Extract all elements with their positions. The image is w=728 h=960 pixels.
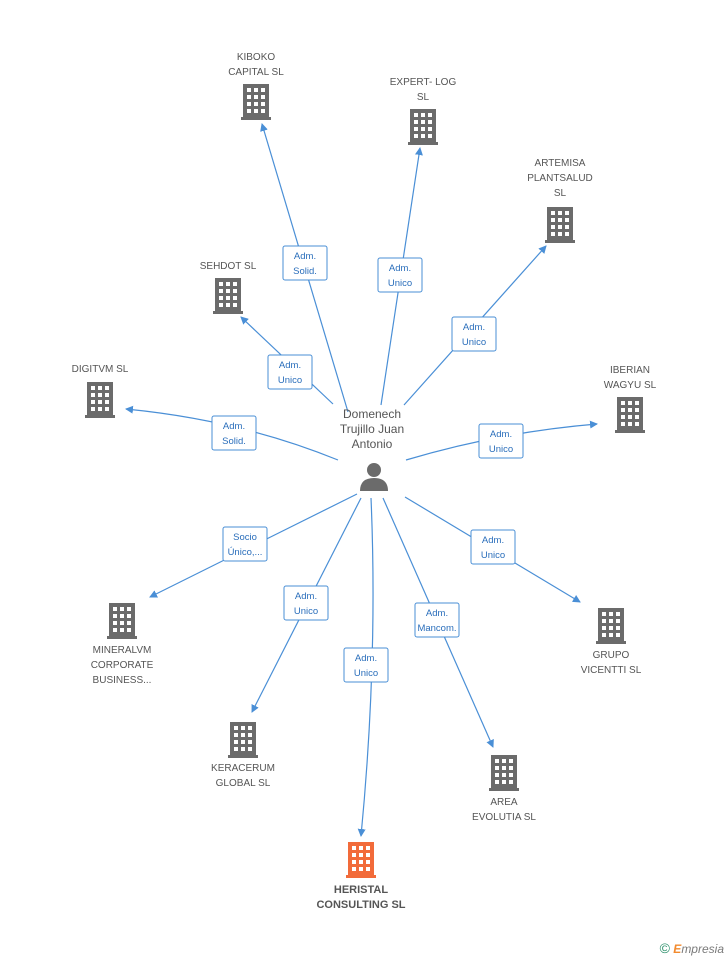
edge-label-mineralvm[interactable]: SocioÚnico,... <box>222 526 268 562</box>
edge-label-text: Único,... <box>228 547 263 558</box>
edge-label-box <box>267 354 313 390</box>
edge-label-box <box>478 423 524 459</box>
company-name-line: SL <box>417 92 430 103</box>
edge-label-text: Solid. <box>222 436 246 447</box>
brand-logo: © Empresia <box>659 940 724 956</box>
company-node-iberian[interactable]: IBERIAN WAGYU SL <box>604 365 657 433</box>
company-name-line: GLOBAL SL <box>216 778 271 789</box>
edge-label-text: Adm. <box>279 360 301 371</box>
edge-label-box <box>470 529 516 565</box>
edge-label-grupo[interactable]: Adm. Unico <box>470 529 516 565</box>
edge-label-sehdot[interactable]: Adm. Unico <box>267 354 313 390</box>
edge-label-text: Unico <box>462 337 486 348</box>
edge-label-box <box>343 647 389 683</box>
edge-label-keracerum[interactable]: Adm. Unico <box>283 585 329 621</box>
company-node-mineralvm[interactable]: MINERALVM CORPORATE BUSINESS... <box>91 603 154 686</box>
company-name-line: EXPERT- LOG <box>390 77 457 88</box>
building-icon <box>241 84 271 120</box>
building-icon <box>107 603 137 639</box>
edge-label-text: Adm. <box>463 322 485 333</box>
edge-label-text: Solid. <box>293 266 317 277</box>
edge-label-text: Adm. <box>426 608 448 619</box>
company-name-line: CORPORATE <box>91 660 154 671</box>
building-icon <box>213 278 243 314</box>
company-name-line: AREA <box>490 797 518 808</box>
edge-label-text: Adm. <box>490 429 512 440</box>
edge-label-box <box>282 245 328 281</box>
company-name-line: CAPITAL SL <box>228 67 284 78</box>
company-name-line: PLANTSALUD <box>527 173 593 184</box>
company-name-line: GRUPO <box>593 650 630 661</box>
edge-label-expert[interactable]: Adm. Unico <box>377 257 423 293</box>
building-icon <box>596 608 626 644</box>
company-name-line: KIBOKO <box>237 52 276 63</box>
company-nodes: KIBOKO CAPITAL SL EXPERT- LOG SL ARTEMISA PLA… <box>72 52 657 911</box>
company-name-line: SL <box>554 188 567 199</box>
edges: Adm.Solid.Adm.UnicoAdm.UnicoAdm.UnicoAdm… <box>125 123 598 837</box>
company-name-line: WAGYU SL <box>604 380 657 391</box>
company-name-line: ARTEMISA <box>535 158 586 169</box>
building-icon <box>615 397 645 433</box>
edge-label-text: Unico <box>481 550 505 561</box>
building-icon <box>85 382 115 418</box>
edge-label-digitvm[interactable]: Adm. Solid. <box>211 415 257 451</box>
company-node-kiboko[interactable]: KIBOKO CAPITAL SL <box>228 52 284 120</box>
company-node-keracerum[interactable]: KERACERUM GLOBAL SL <box>211 722 275 789</box>
person-name-line-2: Trujillo Juan <box>340 422 404 436</box>
edge-label-box <box>283 585 329 621</box>
company-node-digitvm[interactable]: DIGITVM SL <box>72 364 129 418</box>
building-icon <box>489 755 519 791</box>
edge-label-area[interactable]: Adm. Mancom. <box>414 602 460 638</box>
company-name-line: SEHDOT SL <box>200 261 257 272</box>
building-icon <box>346 842 376 878</box>
edge-label-text: Adm. <box>223 421 245 432</box>
edge-label-text: Adm. <box>295 591 317 602</box>
edge-label-text: Unico <box>388 278 412 289</box>
edge-label-box <box>377 257 423 293</box>
building-icon <box>228 722 258 758</box>
edge-label-box <box>222 526 268 562</box>
building-icon <box>545 207 575 243</box>
company-node-expert[interactable]: EXPERT- LOG SL <box>390 77 457 145</box>
person-name-line-1: Domenech <box>343 407 401 421</box>
edge-label-box <box>211 415 257 451</box>
edge-label-text: Mancom. <box>417 623 456 634</box>
company-name-line: HERISTAL <box>334 884 388 896</box>
edge-label-text: Unico <box>489 444 513 455</box>
edge-label-kiboko[interactable]: Adm. Solid. <box>282 245 328 281</box>
company-node-area[interactable]: AREA EVOLUTIA SL <box>472 755 536 823</box>
company-node-heristal[interactable]: HERISTAL CONSULTING SL <box>316 842 406 911</box>
company-name-line: DIGITVM SL <box>72 364 129 375</box>
company-name-line: CONSULTING SL <box>316 899 405 911</box>
edge-label-box <box>414 602 460 638</box>
edge-label-text: Adm. <box>294 251 316 262</box>
company-node-grupo[interactable]: GRUPO VICENTTI SL <box>581 608 642 676</box>
edge-label-heristal[interactable]: Adm. Unico <box>343 647 389 683</box>
company-name-line: KERACERUM <box>211 763 275 774</box>
edge-label-text: Unico <box>294 606 318 617</box>
company-node-sehdot[interactable]: SEHDOT SL <box>200 261 257 314</box>
edge-label-text: Adm. <box>482 535 504 546</box>
edge-label-text: Unico <box>354 668 378 679</box>
edge-label-artemisa[interactable]: Adm. Unico <box>451 316 497 352</box>
company-name-line: IBERIAN <box>610 365 650 376</box>
person-icon <box>360 463 388 491</box>
company-name-line: VICENTTI SL <box>581 665 642 676</box>
building-icon <box>408 109 438 145</box>
edge-label-box <box>451 316 497 352</box>
company-name-line: EVOLUTIA SL <box>472 812 536 823</box>
edge-label-text: Adm. <box>355 653 377 664</box>
person-node[interactable]: Domenech Trujillo Juan Antonio <box>340 407 404 491</box>
company-name-line: MINERALVM <box>93 645 152 656</box>
edge-label-text: Unico <box>278 375 302 386</box>
company-node-artemisa[interactable]: ARTEMISA PLANTSALUD SL <box>527 158 593 243</box>
edge-label-iberian[interactable]: Adm. Unico <box>478 423 524 459</box>
edge-label-text: Socio <box>233 532 257 543</box>
edge-label-text: Adm. <box>389 263 411 274</box>
person-name-line-3: Antonio <box>352 437 393 451</box>
company-name-line: BUSINESS... <box>93 675 152 686</box>
